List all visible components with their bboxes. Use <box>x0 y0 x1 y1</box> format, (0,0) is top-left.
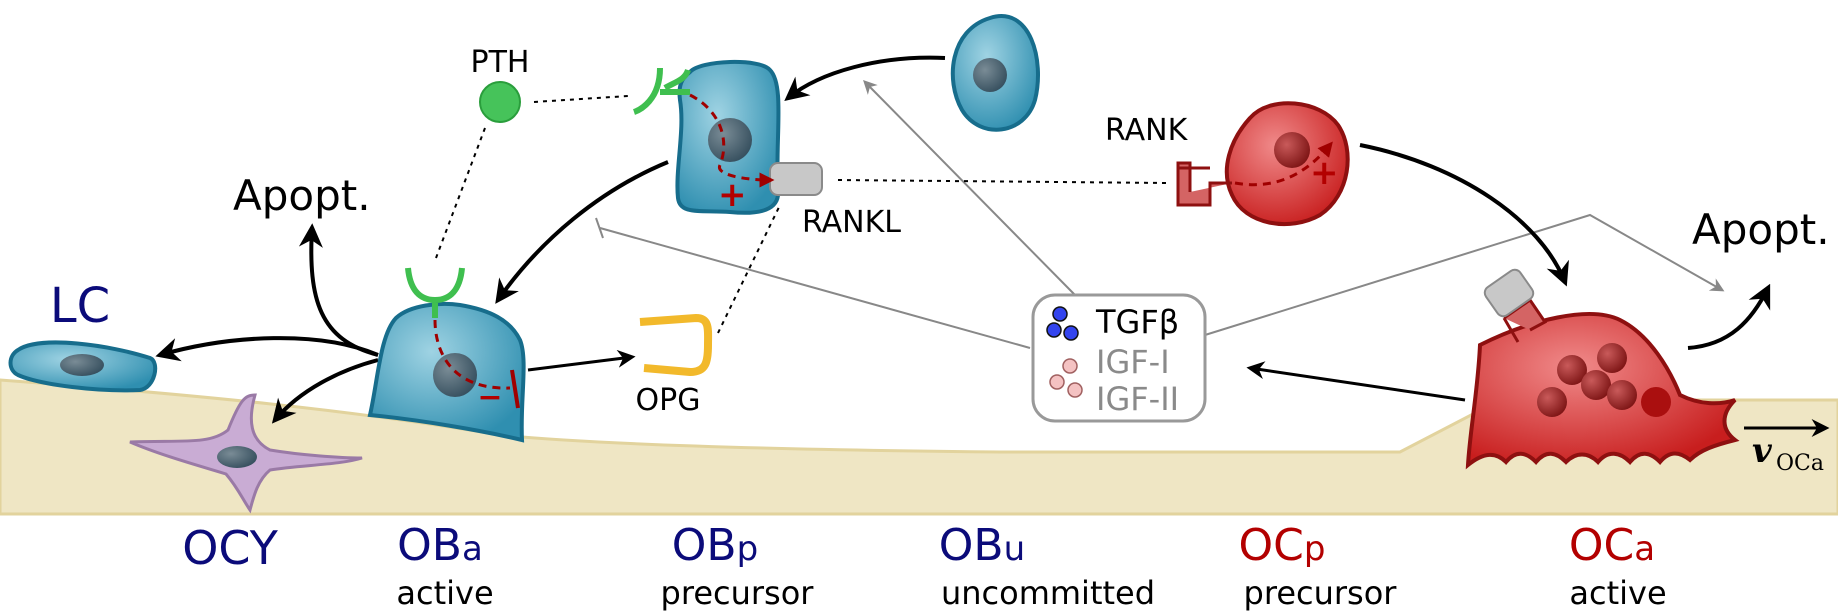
igf1-label: IGF-I <box>1096 343 1170 381</box>
opg-label: OPG <box>636 383 701 418</box>
tgf-inhibition-line <box>595 217 1031 349</box>
oca-nucleus-4 <box>1607 380 1637 410</box>
velocity-symbol: v <box>1752 431 1773 471</box>
ocp-nucleus <box>1274 132 1310 168</box>
obu-nucleus <box>973 58 1007 92</box>
oba-sub: a <box>462 529 483 569</box>
oca-nucleus-3 <box>1581 370 1611 400</box>
oba-name-label: OBa <box>397 520 483 571</box>
bone-matrix <box>0 378 1838 516</box>
osteocyte-nucleus <box>217 446 257 468</box>
pth-label: PTH <box>471 45 530 80</box>
obp-pth-receptor <box>632 67 691 115</box>
oca-nucleus-1 <box>1557 355 1587 385</box>
oca-name: OC <box>1569 520 1634 571</box>
rankl-rank-line <box>837 179 1169 184</box>
obu-desc: uncommitted <box>941 574 1155 612</box>
ocp-name-label: OCp <box>1239 520 1326 571</box>
obu-name: OB <box>939 520 1004 571</box>
velocity-subscript: OCa <box>1776 451 1824 476</box>
ocp-name: OC <box>1239 520 1304 571</box>
rankl-label: RANKL <box>802 205 901 240</box>
oba-signal-path <box>433 319 511 390</box>
obp-sub: p <box>737 529 759 569</box>
obp-name: OB <box>672 520 737 571</box>
rankl-ligand <box>769 162 823 196</box>
obu-sub: u <box>1004 529 1026 569</box>
oba-minus-sign: − <box>477 380 502 415</box>
oca-nucleus-5 <box>1537 387 1567 417</box>
arrow-obu-to-obp <box>784 55 946 102</box>
arrow-oca-to-tgf <box>1246 361 1466 402</box>
oca-nucleus-2 <box>1597 343 1627 373</box>
lining-cell <box>8 340 158 393</box>
obp-name-label: OBp <box>672 520 758 571</box>
pth-oba-line <box>435 127 486 259</box>
oca-nucleus-6 <box>1641 387 1671 417</box>
tgfb-dot-1 <box>1052 306 1068 322</box>
oca-rankl-bound <box>1483 268 1535 318</box>
oba-pth-receptor <box>405 267 465 318</box>
arrow-oba-to-apopt <box>298 223 379 357</box>
cell-type-labels: OCY OBa active OBp precursor OBu uncommi… <box>182 520 1666 612</box>
obu-cell <box>950 14 1040 132</box>
igf-dot-1 <box>1062 358 1078 374</box>
oba-desc: active <box>396 574 493 612</box>
igf2-label: IGF-II <box>1096 380 1179 418</box>
obp-desc: precursor <box>661 574 815 612</box>
ocy-label: OCY <box>182 521 279 575</box>
obp-plus-sign: + <box>718 175 747 215</box>
ocp-sub: p <box>1304 529 1326 569</box>
tgfb-label: TGFβ <box>1095 303 1179 341</box>
oba-cell: − <box>367 267 526 443</box>
oba-inhibition-bar <box>510 369 520 409</box>
apopt-right-label: Apopt. <box>1692 205 1830 254</box>
arrow-oba-to-opg <box>527 349 636 372</box>
arrow-oba-to-ocy <box>271 358 379 424</box>
tgfb-dot-3 <box>1063 325 1079 341</box>
arrow-ocp-to-oca <box>1359 143 1569 287</box>
pth-binding-line <box>533 95 629 103</box>
obp-nucleus <box>708 118 752 162</box>
lining-nucleus <box>60 354 104 376</box>
ocp-desc: precursor <box>1244 574 1398 612</box>
ocp-cell: + <box>1176 101 1350 227</box>
arrow-oca-to-apopt <box>1687 283 1771 350</box>
arrow-obp-to-oba <box>495 160 669 304</box>
obp-cell: + <box>632 60 823 215</box>
ocy-name: OCY <box>182 521 279 575</box>
tgfb-dot-2 <box>1046 322 1062 338</box>
rank-label: RANK <box>1105 113 1189 148</box>
oca-sub: a <box>1634 529 1655 569</box>
oca-name-label: OCa <box>1569 520 1655 571</box>
oba-nucleus <box>433 353 477 397</box>
osteocyte-cell <box>129 393 363 514</box>
rank-receptor <box>1176 161 1232 207</box>
igf-dot-3 <box>1067 382 1083 398</box>
arrow-oba-to-lc <box>155 336 379 362</box>
tgf-activation-line <box>1204 213 1725 336</box>
pth-molecule <box>479 81 521 123</box>
opg-molecule <box>639 314 713 376</box>
growth-factor-box: TGFβ IGF-I IGF-II <box>1031 293 1207 423</box>
ocp-plus-sign: + <box>1310 153 1339 193</box>
apopt-left-label: Apopt. <box>233 171 371 220</box>
tgf-to-obu-line <box>863 80 1076 296</box>
oca-desc: active <box>1569 574 1666 612</box>
opg-rankl-line <box>717 204 781 334</box>
lc-label: LC <box>50 278 110 334</box>
obu-name-label: OBu <box>939 520 1025 571</box>
oba-name: OB <box>397 520 462 571</box>
obp-signal-path <box>689 93 775 188</box>
igf-dot-2 <box>1049 374 1065 390</box>
oca-cell <box>1465 268 1740 470</box>
